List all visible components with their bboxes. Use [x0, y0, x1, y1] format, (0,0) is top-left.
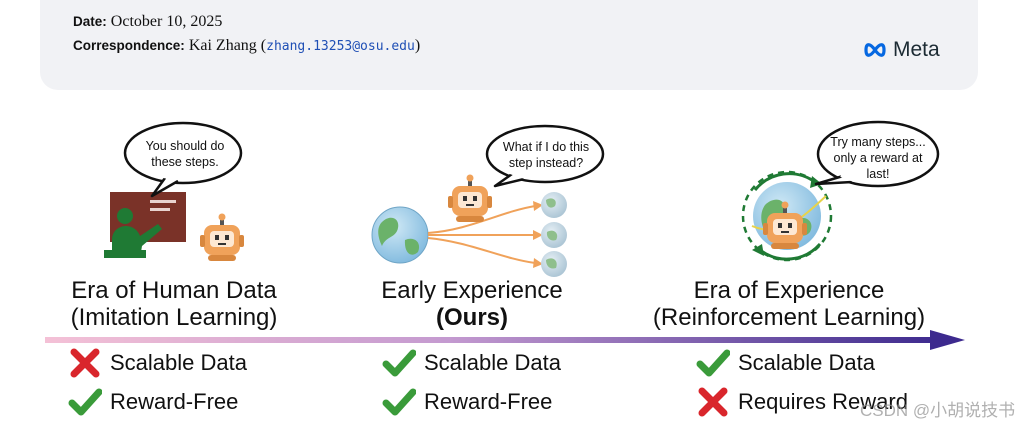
- era3-title-line1: Era of Experience: [626, 277, 952, 304]
- era1-item-reward: Reward-Free: [68, 386, 238, 418]
- era1-item-scalable-label: Scalable Data: [110, 350, 247, 376]
- era3-title: Era of Experience (Reinforcement Learnin…: [626, 277, 952, 331]
- watermark: CSDN @小胡说技书: [860, 396, 1015, 421]
- era2-title: Early Experience (Ours): [348, 277, 596, 331]
- check-icon: [382, 386, 416, 418]
- cross-icon: [68, 347, 102, 379]
- small-globes: [541, 192, 567, 277]
- earth-globe-icon: [372, 207, 428, 263]
- era2-title-line2: (Ours): [348, 304, 596, 331]
- era1-title-line2: (Imitation Learning): [40, 304, 308, 331]
- robot-icon-era1: [200, 214, 244, 262]
- bubble-era2-line1: What if I do this: [503, 140, 589, 154]
- bubble-era3-line1: Try many steps...: [830, 135, 925, 149]
- era3-item-scalable-label: Scalable Data: [738, 350, 875, 376]
- bubble-era1-line1: You should do: [146, 139, 225, 153]
- era1-item-scalable: Scalable Data: [68, 347, 247, 379]
- bubble-era3-line2: only a reward at: [834, 151, 923, 165]
- era1-title: Era of Human Data (Imitation Learning): [40, 277, 308, 331]
- timeline-arrowhead: [930, 330, 965, 350]
- era2-item-reward-label: Reward-Free: [424, 389, 552, 415]
- era3-item-scalable: Scalable Data: [696, 347, 875, 379]
- bubble-era2-line2: step instead?: [509, 156, 583, 170]
- check-icon: [696, 347, 730, 379]
- teacher-board-icon: [104, 192, 186, 258]
- check-icon: [382, 347, 416, 379]
- timeline-bar: [45, 337, 940, 343]
- bubble-era3-line3: last!: [867, 167, 890, 181]
- check-icon: [68, 386, 102, 418]
- era2-item-reward: Reward-Free: [382, 386, 552, 418]
- era2-item-scalable: Scalable Data: [382, 347, 561, 379]
- era1-item-reward-label: Reward-Free: [110, 389, 238, 415]
- era2-item-scalable-label: Scalable Data: [424, 350, 561, 376]
- era2-title-line1: Early Experience: [348, 277, 596, 304]
- era3-title-line2: (Reinforcement Learning): [626, 304, 952, 331]
- era1-title-line1: Era of Human Data: [40, 277, 308, 304]
- bubble-era1-line2: these steps.: [151, 155, 218, 169]
- cross-icon: [696, 386, 730, 418]
- robot-icon-era2: [448, 175, 492, 223]
